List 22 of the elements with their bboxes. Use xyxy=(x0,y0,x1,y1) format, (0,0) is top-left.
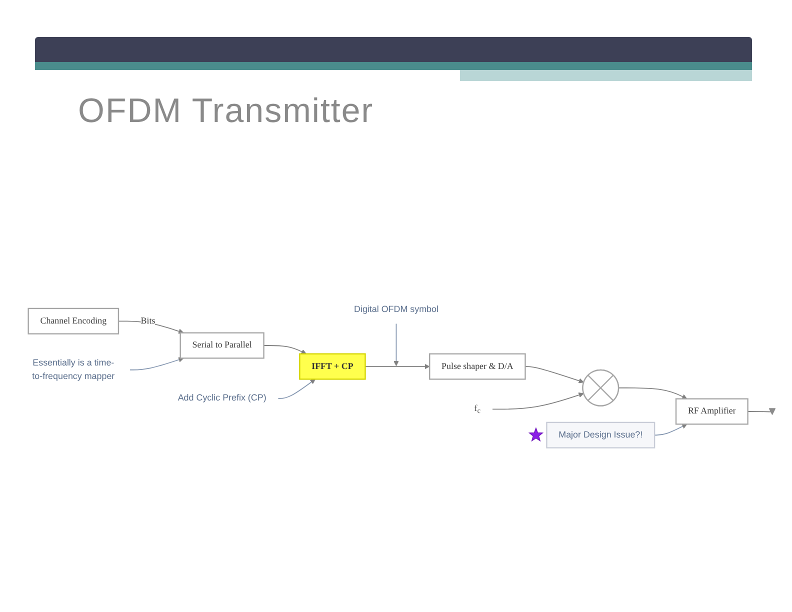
node-box: Serial to Parallel xyxy=(180,332,264,359)
arrow xyxy=(654,424,688,436)
node-box: Pulse shaper & D/A xyxy=(429,353,526,380)
arrow xyxy=(130,357,184,370)
node-box: IFFT + CP xyxy=(299,353,366,380)
arrow xyxy=(524,366,584,384)
node-box: Channel Encoding xyxy=(28,308,120,334)
edge-label: Bits xyxy=(140,316,156,326)
node-box: RF Amplifier xyxy=(675,398,748,425)
node-box: Major Design Issue?! xyxy=(546,422,656,448)
arrow xyxy=(394,323,399,366)
slide-title: OFDM Transmitter xyxy=(78,92,374,131)
arrow xyxy=(492,392,584,410)
connector xyxy=(747,411,772,412)
node-text: Essentially is a time-to-frequency mapper xyxy=(32,358,115,382)
node-text: Digital OFDM symbol xyxy=(354,304,438,315)
arrow xyxy=(263,345,306,354)
arrow xyxy=(278,378,316,399)
arrow xyxy=(364,364,430,370)
node-text: f$_{c}$ xyxy=(474,404,481,415)
arrow xyxy=(618,387,688,400)
node-text: Add Cyclic Prefix (CP) xyxy=(178,392,266,404)
